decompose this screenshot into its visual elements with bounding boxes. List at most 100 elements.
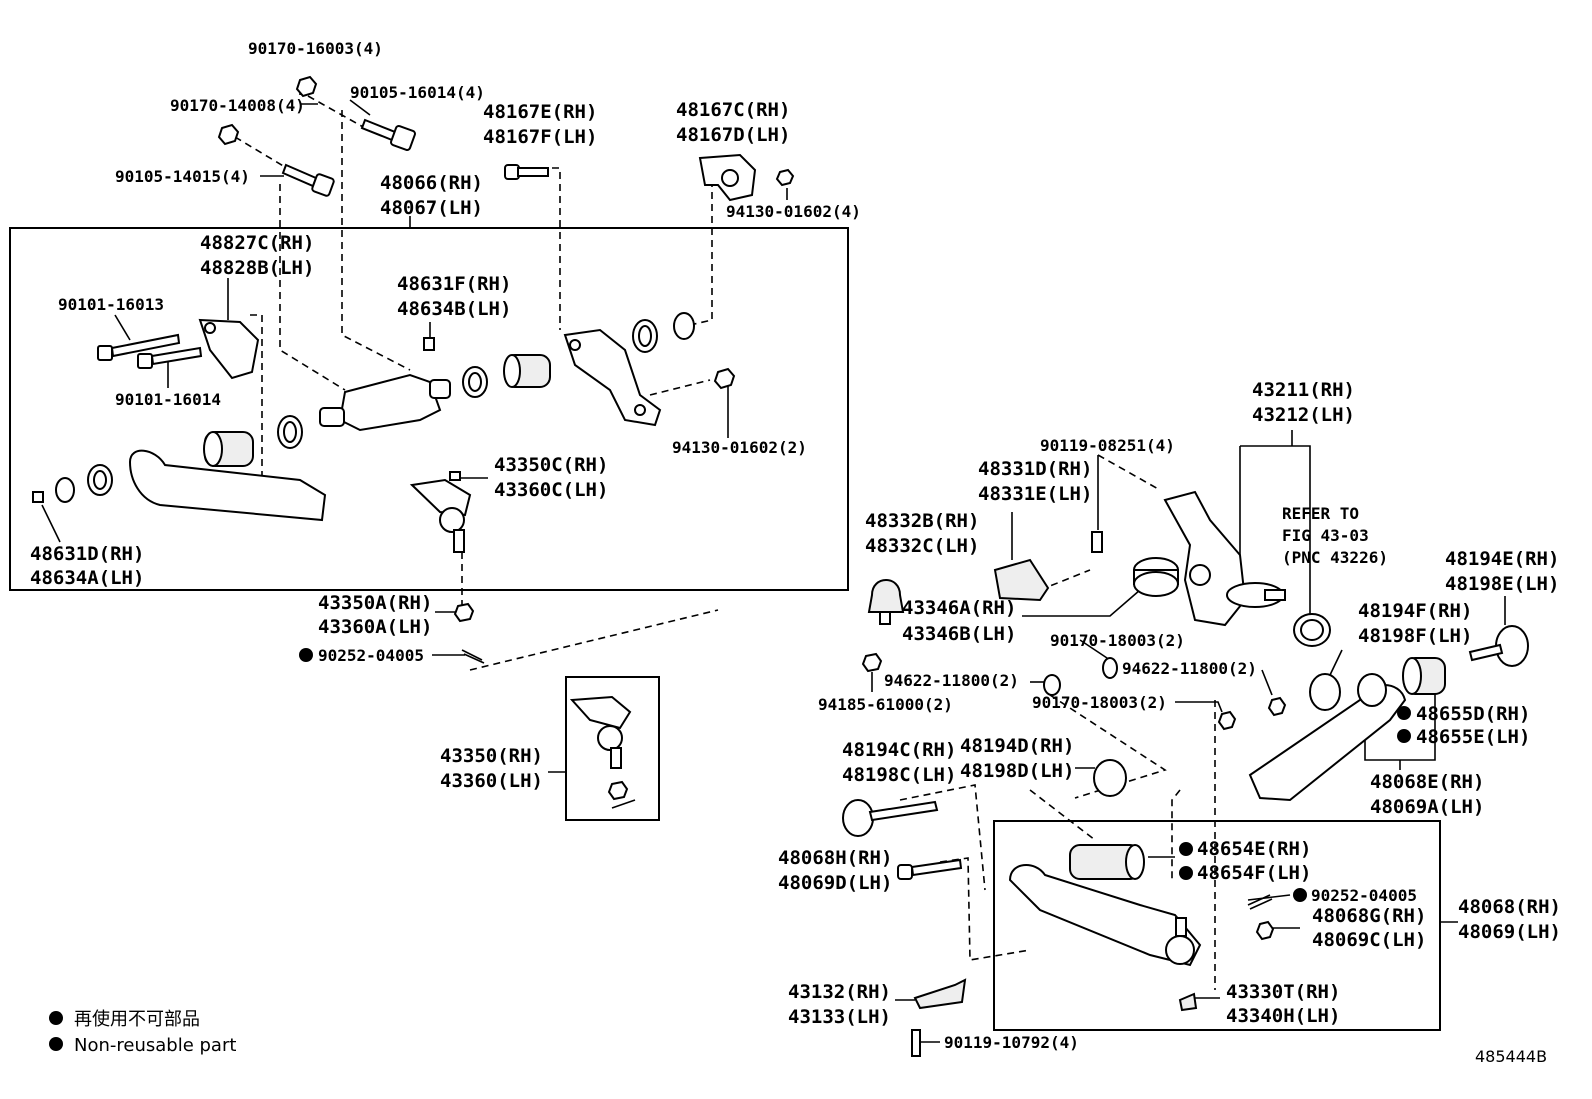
label-48069A: 48069A(LH) [1370, 796, 1484, 818]
label-43350C: 43350C(RH) [494, 454, 608, 476]
label-48331D: 48331D(RH) [978, 458, 1092, 480]
ring-icon [673, 312, 695, 340]
label-43360A: 43360A(LH) [318, 616, 432, 638]
label-48631F: 48631F(RH) [397, 273, 511, 295]
ring-icon [87, 464, 113, 496]
label-48828B: 48828B(LH) [200, 257, 314, 279]
bushing-icon [203, 431, 254, 467]
nut-icon [713, 367, 736, 390]
label-48654E: 48654E(RH) [1197, 838, 1311, 860]
legend-en: Non-reusable part [74, 1035, 236, 1056]
bushing-icon [1402, 657, 1446, 695]
part-labels: 90170-16003(4) 90170-14008(4) 90105-1601… [30, 39, 1561, 1052]
refer-line-1: REFER TO [1282, 504, 1359, 523]
bolt-icon [97, 333, 181, 361]
label-43350: 43350(RH) [440, 745, 543, 767]
non-reusable-dot [1397, 706, 1411, 720]
non-reusable-dot [1293, 888, 1307, 902]
label-48332C: 48332C(LH) [865, 535, 979, 557]
bolt-icon [897, 858, 963, 880]
label-48194D: 48194D(RH) [960, 735, 1074, 757]
cotter-pin-icon [1247, 894, 1273, 910]
bolt-icon [1091, 531, 1103, 553]
label-94130-01602-2: 94130-01602(2) [672, 438, 807, 457]
label-48655D: 48655D(RH) [1416, 703, 1530, 725]
nut-icon [217, 123, 240, 146]
label-90252-04005-a: 90252-04005 [318, 646, 424, 665]
label-43132: 43132(RH) [788, 981, 891, 1003]
label-43346B: 43346B(LH) [902, 623, 1016, 645]
refer-line-3: (PNC 43226) [1282, 548, 1388, 567]
grease-fitting-icon [423, 337, 435, 351]
washer-icon [1102, 657, 1118, 679]
label-43360C: 43360C(LH) [494, 479, 608, 501]
label-90101-16014: 90101-16014 [115, 390, 221, 409]
label-48655E: 48655E(LH) [1416, 726, 1530, 748]
bump-stopper-icon [993, 558, 1050, 602]
label-90170-16003: 90170-16003(4) [248, 39, 383, 58]
non-reusable-dot [1179, 842, 1193, 856]
cotter-pin-icon [461, 649, 485, 664]
label-43340H: 43340H(LH) [1226, 1005, 1340, 1027]
lower-arm-icon [1008, 844, 1202, 967]
bolt-icon [281, 163, 335, 197]
label-43350A: 43350A(RH) [318, 592, 432, 614]
label-43330T: 43330T(RH) [1226, 981, 1340, 1003]
dust-cover-icon [1178, 992, 1198, 1012]
strut-arm-icon [1248, 673, 1407, 802]
label-48068: 48068(RH) [1458, 896, 1561, 918]
legend-dot [49, 1011, 63, 1025]
label-48069: 48069(LH) [1458, 921, 1561, 943]
ball-joint-inset-box [565, 676, 660, 821]
ball-joint-icon [409, 471, 472, 553]
label-48827C: 48827C(RH) [200, 232, 314, 254]
non-reusable-dot [299, 648, 313, 662]
figure-code: 485444B [1475, 1047, 1547, 1066]
label-90252-04005-b: 90252-04005 [1311, 886, 1417, 905]
upper-arm-assembly-box [9, 227, 849, 591]
label-90170-18003-b: 90170-18003(2) [1032, 693, 1167, 712]
steering-knuckle-icon [1163, 490, 1286, 627]
label-48167F: 48167F(LH) [483, 126, 597, 148]
stopper-icon [913, 978, 967, 1010]
ring-icon [55, 477, 75, 503]
refer-line-2: FIG 43-03 [1282, 526, 1369, 545]
label-48167E: 48167E(RH) [483, 101, 597, 123]
cam-bolt-icon [1468, 625, 1529, 667]
label-48194C: 48194C(RH) [842, 739, 956, 761]
bracket-icon [563, 328, 662, 427]
part-drawings [32, 75, 1529, 1057]
label-48067: 48067(LH) [380, 197, 483, 219]
label-43360: 43360(LH) [440, 770, 543, 792]
label-48634B: 48634B(LH) [397, 298, 511, 320]
arm-shaft-icon [319, 373, 451, 432]
label-90119-08251: 90119-08251(4) [1040, 436, 1175, 455]
non-reusable-dot [1179, 866, 1193, 880]
nut-icon [775, 168, 795, 187]
washer-icon [1093, 759, 1127, 797]
label-94622-11800-a: 94622-11800(2) [884, 671, 1019, 690]
label-48198D: 48198D(LH) [960, 760, 1074, 782]
label-90170-18003-a: 90170-18003(2) [1050, 631, 1185, 650]
label-43346A: 43346A(RH) [902, 597, 1016, 619]
bolt-icon [911, 1029, 921, 1057]
bolt-icon [137, 346, 203, 369]
nut-icon [295, 75, 318, 98]
label-48167C: 48167C(RH) [676, 99, 790, 121]
lower-arm-assembly-box [993, 820, 1441, 1031]
bump-stopper-icon [867, 579, 905, 625]
legend-jp: 再使用不可部品 [74, 1009, 200, 1030]
label-48631D: 48631D(RH) [30, 543, 144, 565]
label-94185-61000: 94185-61000(2) [818, 695, 953, 714]
label-90105-16014: 90105-16014(4) [350, 83, 485, 102]
label-48198C: 48198C(LH) [842, 764, 956, 786]
label-48068G: 48068G(RH) [1312, 905, 1426, 927]
label-94622-11800-b: 94622-11800(2) [1122, 659, 1257, 678]
cam-bolt-icon [842, 799, 939, 837]
spacer-icon [1133, 557, 1179, 597]
legend-dot [49, 1037, 63, 1051]
ball-joint-icon [569, 695, 636, 809]
label-43211: 43211(RH) [1252, 379, 1355, 401]
nut-icon [1255, 920, 1275, 941]
bracket-icon [698, 153, 757, 202]
